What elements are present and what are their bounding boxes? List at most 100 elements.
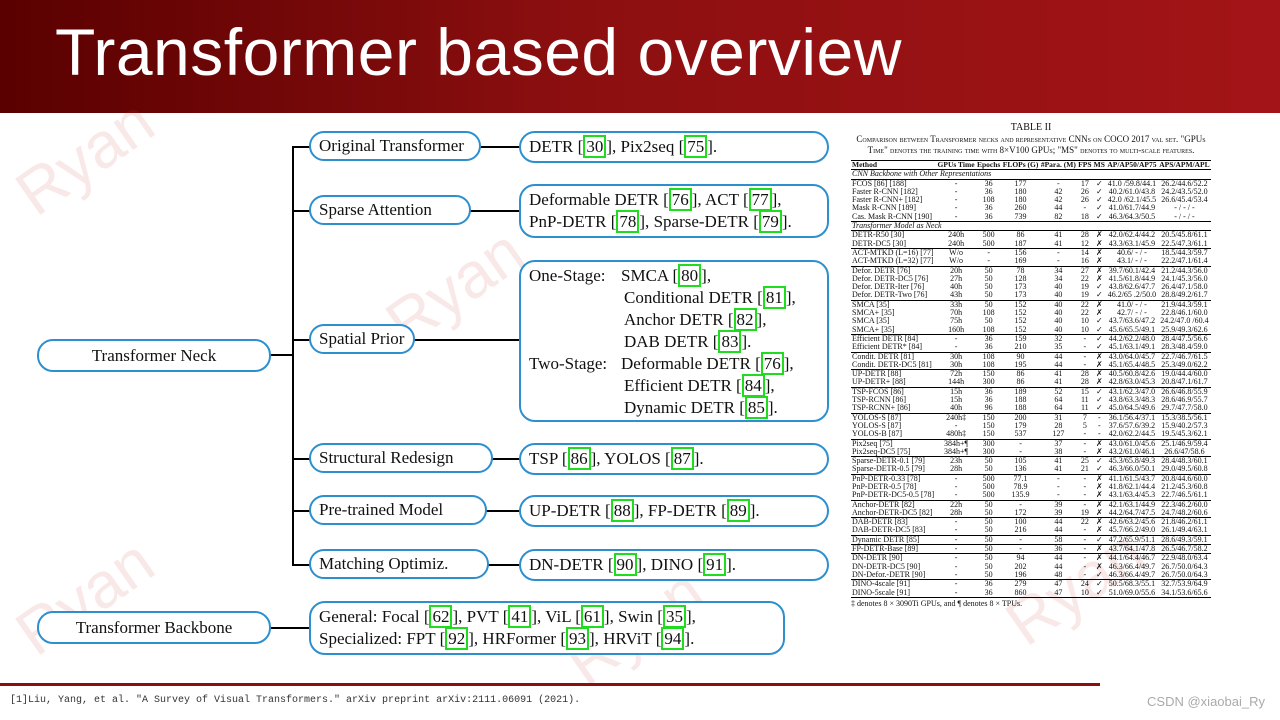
table-cell: 50: [984, 525, 993, 535]
table-cell: 40.2/61.0/43.8: [1108, 186, 1156, 196]
table-cell: W/o: [949, 256, 963, 266]
table-cell: -: [936, 579, 976, 589]
table-cell: -: [954, 525, 958, 535]
table-cell: DAB-DETR [83]: [851, 517, 937, 527]
table-cell: 41: [1054, 238, 1063, 248]
table-cell: 78.9: [1013, 481, 1028, 491]
connector: [292, 458, 310, 460]
table-cell: - / - / -: [1174, 203, 1195, 213]
table-cell: 23h: [936, 456, 976, 466]
table-cell: 96: [984, 403, 993, 413]
table-header-cell: FLOPs (G): [1001, 159, 1040, 171]
comparison-table: TABLE II Comparison between Transformer …: [851, 122, 1211, 608]
table-row: ACT-MTKD (L=16) [77]W/o-156-14✗40.6/ - /…: [851, 247, 1211, 258]
footer-rule: [0, 683, 1100, 686]
table-cell: 108: [975, 351, 1002, 361]
table-cell: 240h‡: [936, 412, 976, 422]
table-cell: ✗: [1092, 473, 1106, 483]
table-cell: 50: [984, 569, 993, 579]
table-cell: 19: [1080, 507, 1089, 517]
table-cell: 169: [1014, 256, 1027, 266]
table-cell: 202: [1014, 561, 1027, 571]
citation-ref: 30: [583, 135, 607, 158]
table-cell: 29.7/47.7/58.0: [1161, 403, 1208, 413]
table-cell: -: [1001, 544, 1040, 554]
table-cell: 41: [1039, 456, 1078, 466]
table-cell: 12: [1080, 238, 1089, 248]
table-cell: DINO-4scale [91]: [851, 579, 937, 589]
citation-ref: 87: [670, 447, 694, 470]
table-cell: 108: [982, 195, 995, 205]
table-cell: 21.8/46.2/61.1: [1157, 517, 1211, 527]
table-cell: 50: [984, 273, 993, 283]
citation-ref: 76: [760, 352, 784, 375]
table-cell: 46.3/66.4/49.7: [1108, 561, 1156, 571]
table-cell: 260: [1014, 203, 1027, 213]
connector: [468, 210, 520, 212]
table-cell: Sparse-DETR-0.1 [79]: [851, 456, 937, 466]
table-cell: 29.0/49.5/60.8: [1161, 464, 1208, 474]
table-cell: -: [1057, 256, 1060, 266]
table-cell: 28: [1077, 369, 1093, 379]
table-cell: SMCA+ [35]: [852, 324, 895, 334]
table-cell: 36: [984, 587, 993, 597]
table-cell: ✓: [1095, 186, 1103, 196]
root-neck-label: Transformer Neck: [91, 346, 217, 365]
table-cell: Sparse-DETR-0.5 [79]: [852, 464, 925, 474]
table-cell: 50: [984, 316, 993, 326]
table-cell: 22.5/47.3/61.1: [1161, 238, 1208, 248]
table-cell: 39: [1039, 499, 1078, 509]
table-cell: PnP-DETR-0.33 [78]: [851, 473, 937, 483]
table-cell: 26.4/47.1/58.0: [1161, 282, 1208, 292]
table-label: TABLE II: [1010, 122, 1052, 133]
table-cell: DN-DETR-DC5 [90]: [852, 561, 921, 571]
table-cell: 40: [1054, 316, 1063, 326]
table-cell: 18.5/44.3/59.7: [1157, 247, 1211, 258]
table-cell: W/o: [936, 247, 976, 258]
table-cell: 28.4/47.5/56.6: [1157, 333, 1211, 344]
table-cell: 43.7/63.6/47.2: [1108, 316, 1156, 326]
table-cell: Pix2seq [75]: [851, 438, 937, 448]
citation-ref: 84: [741, 374, 765, 397]
watermark: Ryan: [2, 524, 167, 670]
table-cell: 5: [1082, 420, 1087, 430]
table-cell: 40: [1054, 282, 1063, 292]
citation-ref: 88: [610, 499, 634, 522]
table-cell: -: [954, 178, 958, 188]
table-cell: ✗: [1095, 525, 1103, 535]
table-cell: 150: [975, 369, 1002, 379]
table-row: Pix2seq [75]384h+¶300-37-✗43.0/61.0/45.6…: [851, 438, 1211, 448]
citation-ref: 75: [684, 135, 708, 158]
table-header-cell: MS: [1092, 159, 1106, 171]
table-cell: 20.8/47.1/61.7: [1161, 377, 1208, 387]
table-cell: 10: [1080, 587, 1089, 597]
table-cell: 160h: [948, 324, 965, 334]
table-cell: 36: [984, 395, 993, 405]
table-cell: 41: [1039, 369, 1078, 379]
citation-ref: 86: [567, 447, 591, 470]
connector: [484, 510, 520, 512]
table-cell: ✓: [1095, 569, 1103, 579]
citation-ref: 91: [703, 553, 727, 576]
table-cell: -: [1083, 203, 1087, 213]
table-cell: 300: [975, 438, 1002, 448]
table-cell: 26.5/46.7/58.2: [1157, 544, 1211, 554]
table-cell: 41.1/61.5/43.7: [1106, 473, 1158, 483]
table-cell: 40h: [950, 403, 963, 413]
table-cell: 45.1/63.1/49.1: [1108, 342, 1156, 352]
table-cell: -: [1097, 429, 1101, 439]
root-transformer-backbone: Transformer Backbone: [37, 611, 271, 644]
table-cell: 41.5/61.8/44.9: [1108, 273, 1156, 283]
table-cell: Condit. DETR-DC5 [81]: [852, 359, 932, 369]
